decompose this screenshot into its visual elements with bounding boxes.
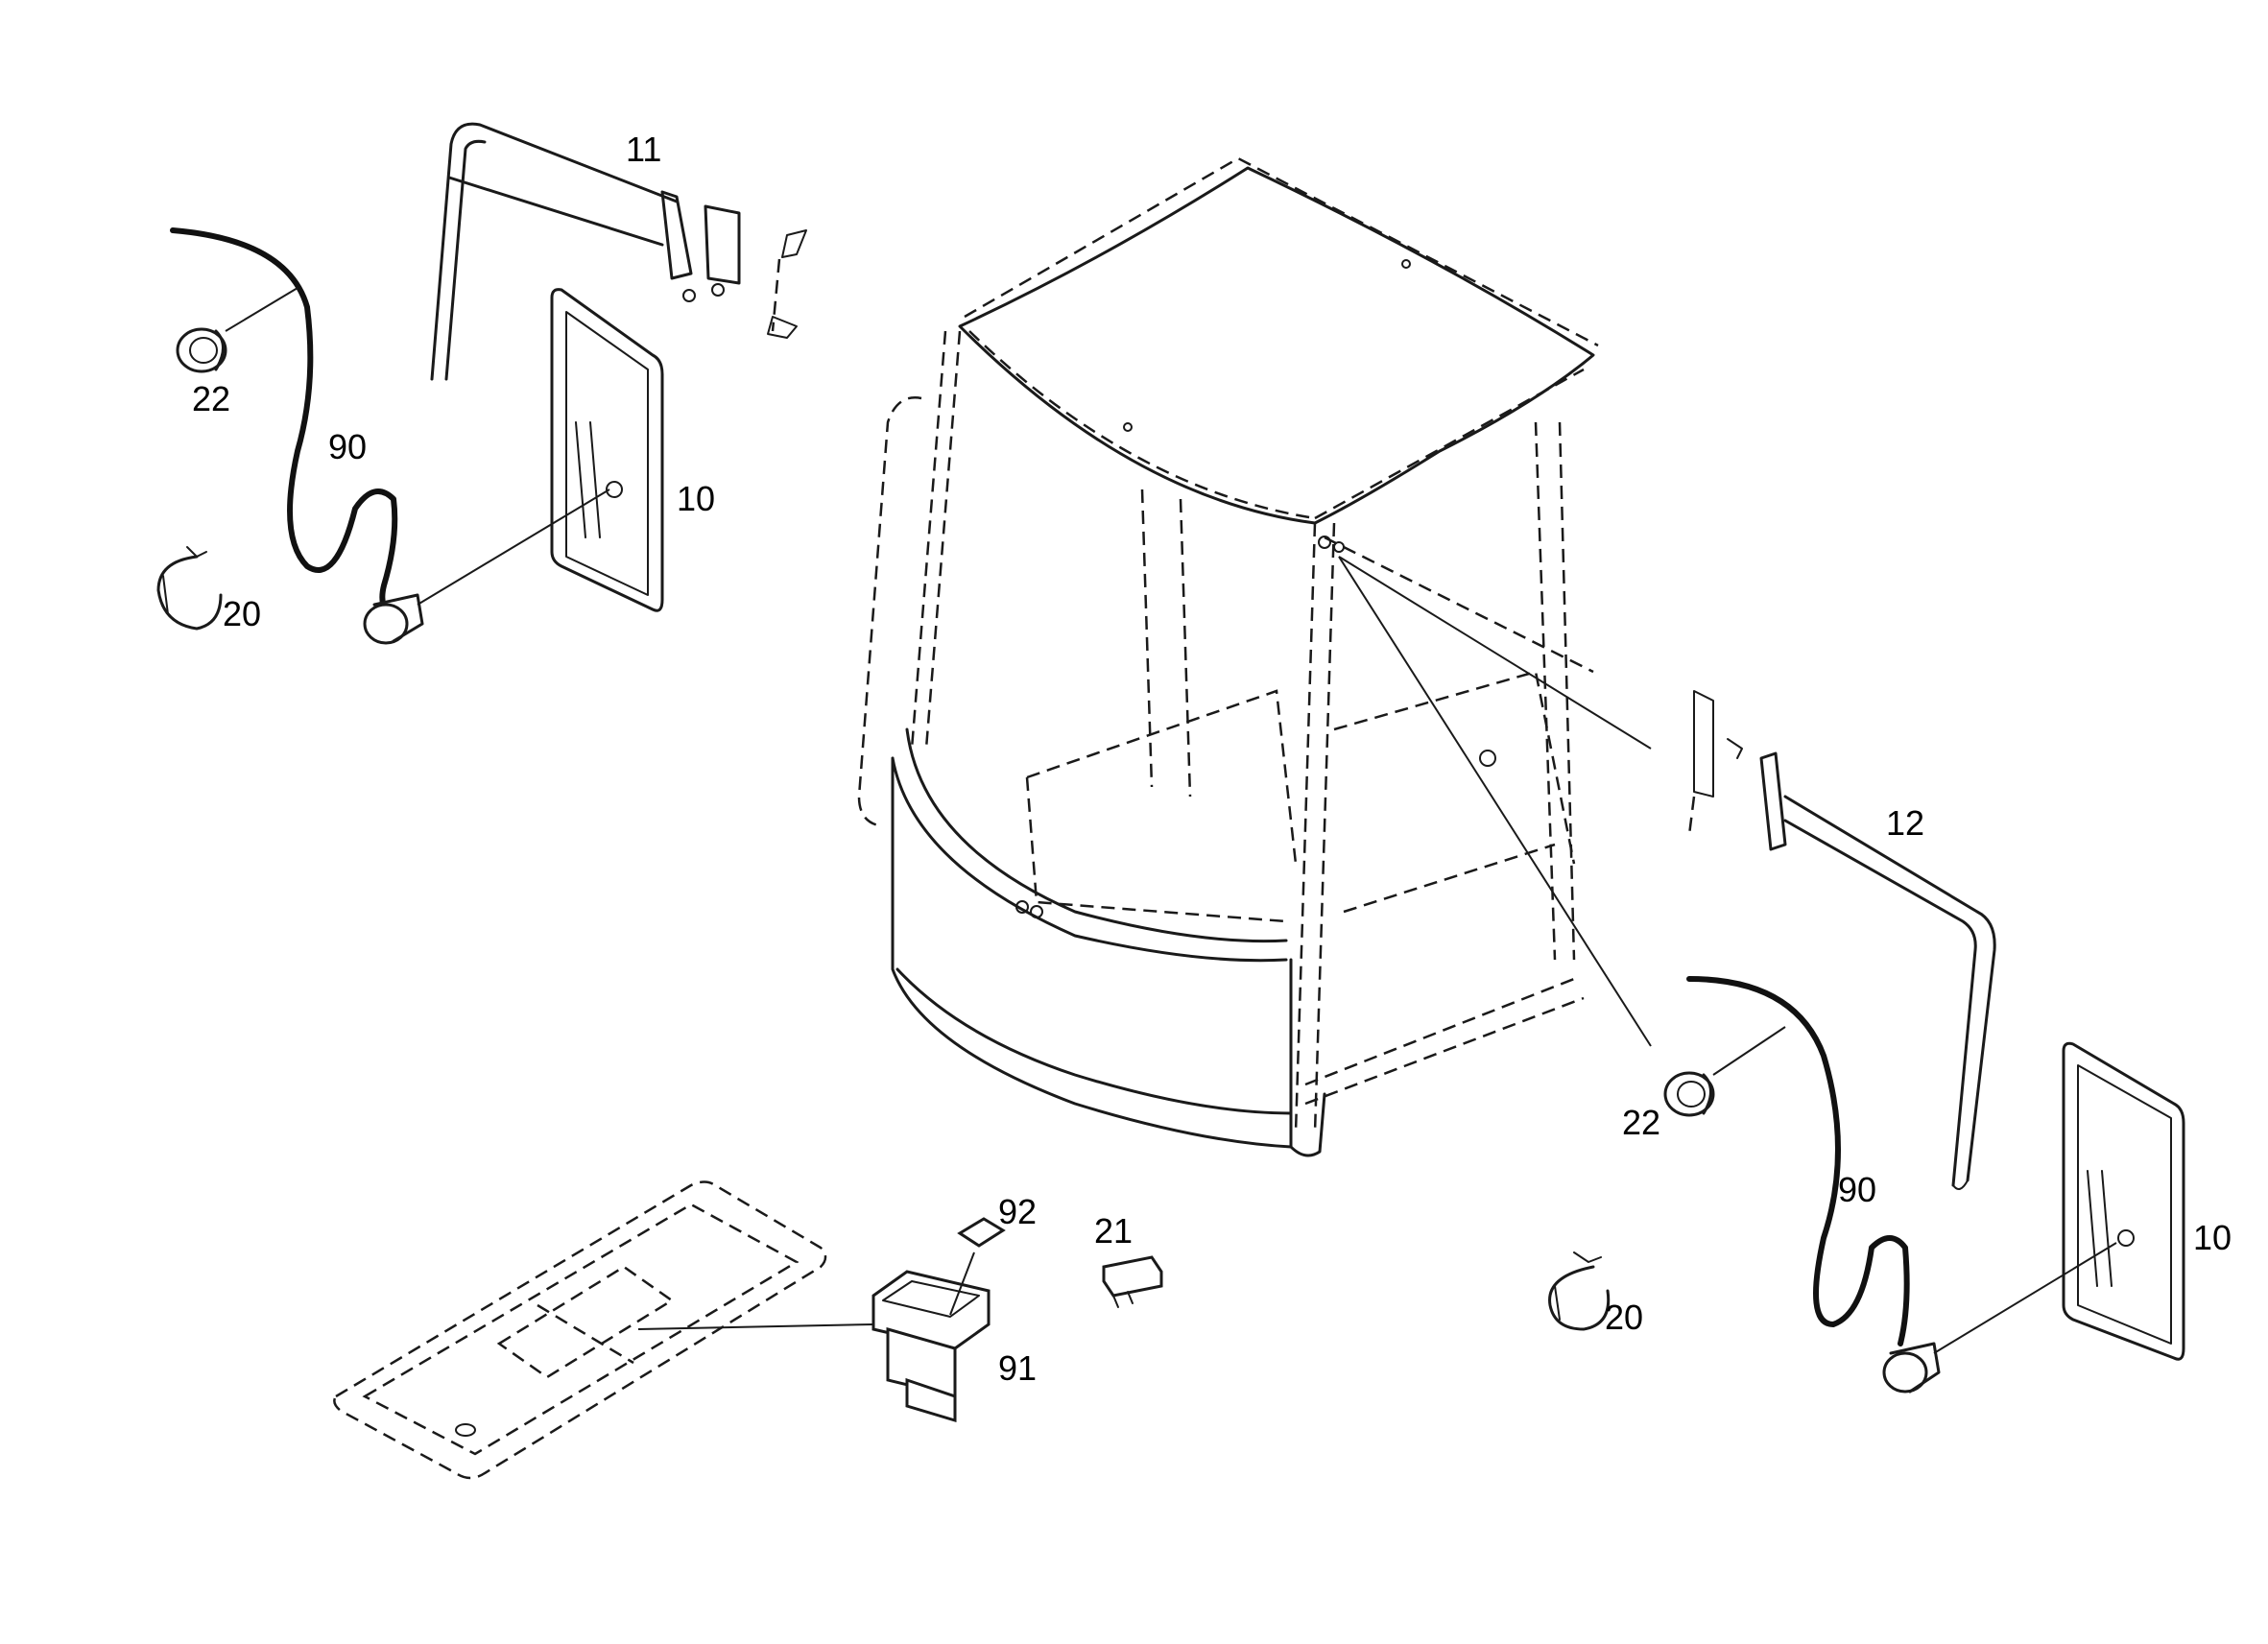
floor-mat [333,1180,874,1480]
clamp-right [1548,1251,1611,1331]
callout-90-left: 90 [328,427,367,466]
grommet-left [176,287,298,373]
callout-10-left: 10 [677,479,715,518]
callout-92: 92 [998,1192,1037,1231]
grommet-right [1663,1026,1786,1117]
cable-left [170,227,610,645]
callout-20-right: 20 [1605,1298,1643,1337]
clamp-left [156,546,223,631]
operator-cab [857,156,1652,1157]
mirror-right [2062,1041,2185,1361]
rocker-switch [871,1251,991,1423]
switch-symbol [957,1217,1006,1248]
callout-20-left: 20 [223,594,261,633]
callout-11: 11 [626,130,661,169]
mirror-arm-left [430,122,807,381]
callout-91: 91 [998,1348,1037,1388]
callout-12: 12 [1886,803,1924,843]
callout-90-right: 90 [1838,1170,1876,1209]
callout-22-right: 22 [1622,1103,1660,1142]
part-21-connector [1102,1255,1163,1308]
cable-right [1686,976,2117,1394]
callout-22-left: 22 [192,379,230,418]
callout-21: 21 [1094,1211,1133,1251]
mirror-arm-right [1687,690,1996,1190]
mirror-left [550,288,664,612]
callout-10-right: 10 [2193,1218,2232,1257]
